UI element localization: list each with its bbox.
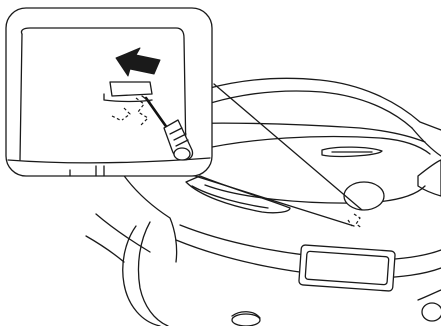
release-slot-icon — [110, 82, 152, 96]
release-point-icon — [354, 214, 362, 228]
emblem-icon — [344, 182, 384, 210]
detail-inset — [6, 8, 212, 176]
